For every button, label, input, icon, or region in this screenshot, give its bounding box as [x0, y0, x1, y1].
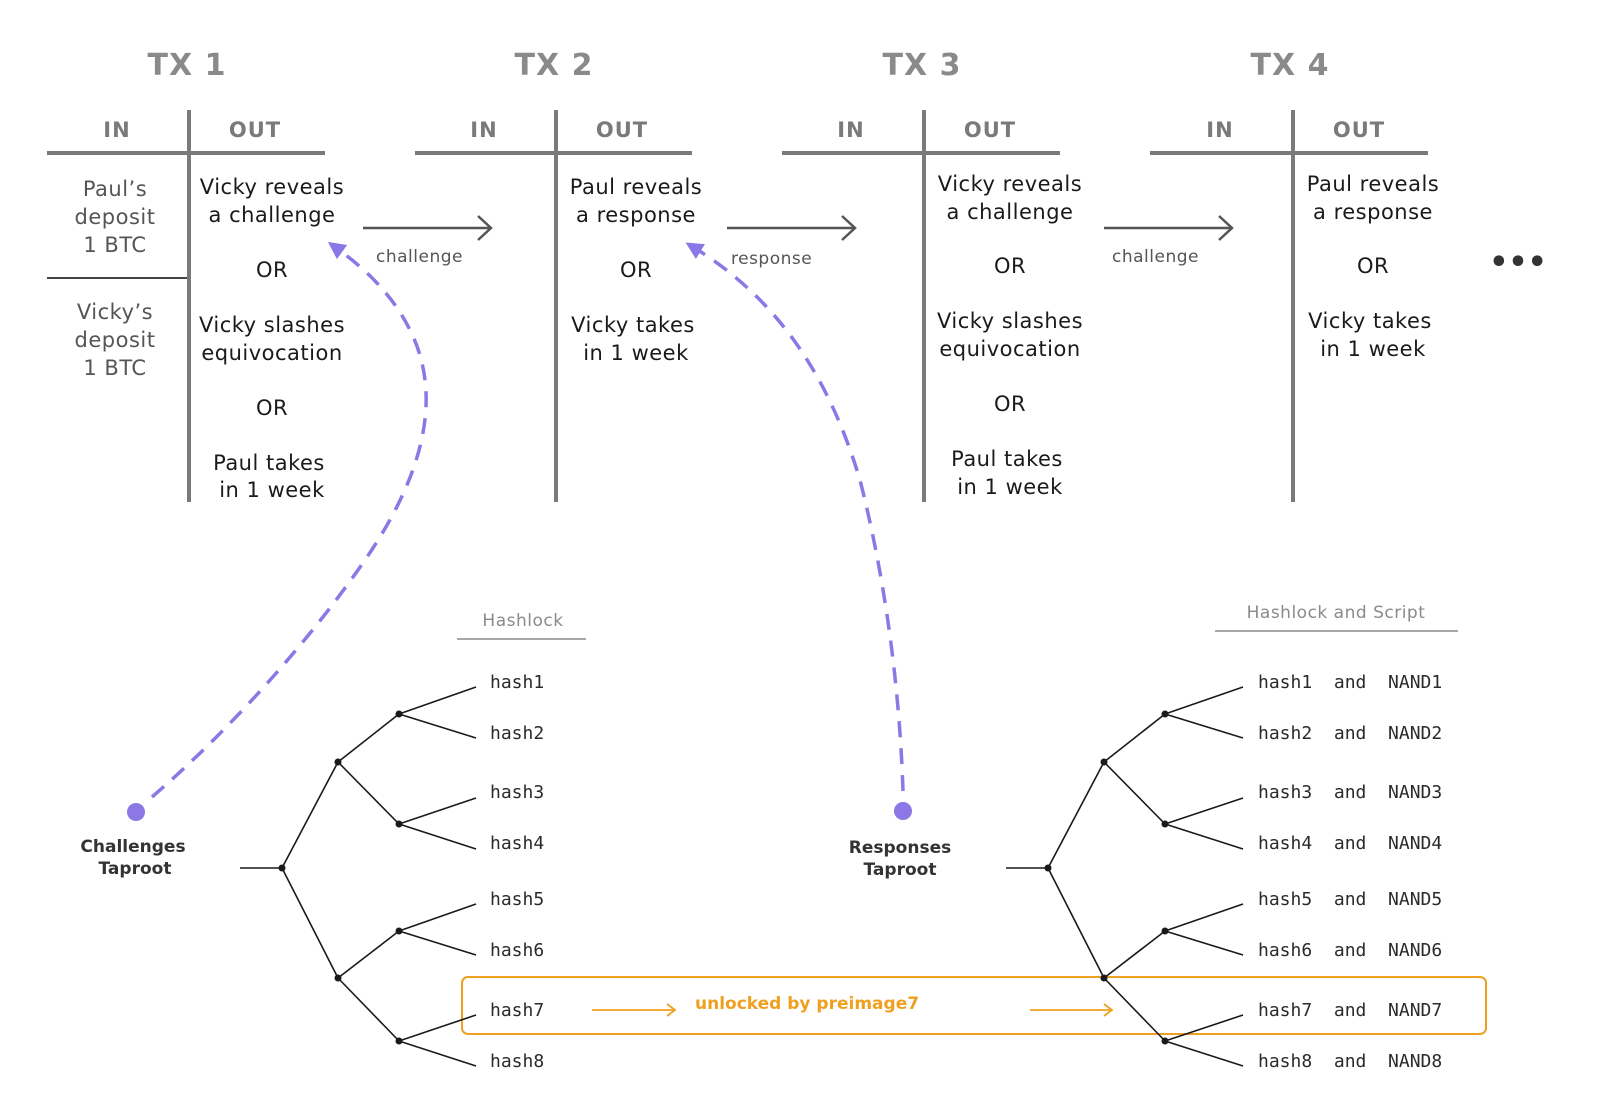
preimage-highlight-box	[461, 976, 1487, 1035]
tx-1-input-1-line-1: Paul’s	[83, 177, 147, 201]
tree-2-branches	[1006, 686, 1244, 1067]
tree-1-root-label-line-2: Taproot	[99, 859, 172, 879]
tx-1: TX 1 IN OUT Paul’s deposit 1 BTC Vicky’s…	[47, 48, 345, 502]
tree-1-leaf-1: hash1	[490, 672, 544, 693]
tree-1-heading: Hashlock	[482, 611, 563, 631]
arrow-tx2-tx3: response	[727, 215, 857, 269]
tx-2-or-1: OR	[620, 258, 652, 282]
responses-taproot-dot	[894, 802, 912, 820]
tx-3-output-3-line-2: in 1 week	[957, 475, 1063, 499]
tx-3-in-label: IN	[837, 118, 864, 142]
tree-2-leaf-5: hash5 and NAND5	[1258, 889, 1442, 910]
arrow-label-challenge: challenge	[376, 247, 463, 267]
highlight-arrow-right	[1030, 1003, 1114, 1017]
tx-3-title: TX 3	[883, 48, 962, 83]
tx-1-out-label: OUT	[229, 118, 281, 142]
tx-4: TX 4 IN OUT Paul reveals a response OR V…	[1150, 48, 1439, 502]
tx-3-or-1: OR	[994, 254, 1026, 278]
arrow-tx3-tx4: challenge	[1104, 215, 1234, 267]
tx-2-output-1-line-2: a response	[576, 203, 696, 227]
tree-1-leaf-2: hash2	[490, 723, 544, 744]
arrow-head-icon	[477, 215, 493, 241]
tx-1-output-3-line-1: Paul takes	[213, 451, 325, 475]
tx-2-output-2-line-2: in 1 week	[583, 341, 689, 365]
tx-1-output-3-line-2: in 1 week	[219, 478, 325, 502]
challenges-taproot-tree: Hashlock Challenges Taproot	[80, 611, 586, 1072]
tx-4-output-2-line-2: in 1 week	[1320, 337, 1426, 361]
tx-3-output-3-line-1: Paul takes	[951, 447, 1063, 471]
challenges-link-dashed	[150, 241, 428, 799]
tx-1-input-2-line-2: deposit	[75, 328, 156, 352]
tree-2-nodes	[1044, 710, 1169, 1045]
tx-4-or-1: OR	[1357, 254, 1389, 278]
challenges-taproot-dot	[127, 803, 145, 821]
tx-4-in-label: IN	[1206, 118, 1233, 142]
tx-4-output-1-line-2: a response	[1313, 200, 1433, 224]
highlight-arrow-left	[592, 1003, 677, 1017]
tx-1-output-1-line-2: a challenge	[209, 203, 336, 227]
tree-1-leaf-5: hash5	[490, 889, 544, 910]
responses-link-dashed	[685, 242, 905, 792]
tx-1-input-1-line-2: deposit	[75, 205, 156, 229]
arrow-head-icon	[1218, 215, 1234, 241]
tx-3-output-2-line-1: Vicky slashes	[937, 309, 1083, 333]
tx-3-output-2-line-2: equivocation	[939, 337, 1080, 361]
tree-2-leaf-4: hash4 and NAND4	[1258, 833, 1442, 854]
tree-2-root-label-line-1: Responses	[849, 838, 951, 858]
tx-1-or-1: OR	[256, 258, 288, 282]
tx-2-output-2-line-1: Vicky takes	[571, 313, 695, 337]
tree-2-leaf-8: hash8 and NAND8	[1258, 1051, 1442, 1072]
tx-1-or-2: OR	[256, 396, 288, 420]
tree-2-root-label-line-2: Taproot	[864, 860, 937, 880]
tx-1-in-label: IN	[103, 118, 130, 142]
tx-1-input-2-line-1: Vicky’s	[77, 300, 153, 324]
tree-2-leaf-1: hash1 and NAND1	[1258, 672, 1442, 693]
tx-2-title: TX 2	[515, 48, 594, 83]
tx-4-title: TX 4	[1251, 48, 1330, 83]
tx-2: TX 2 IN OUT Paul reveals a response OR V…	[415, 48, 702, 502]
continuation-ellipsis: •••	[1489, 245, 1547, 280]
tx-3-output-1-line-2: a challenge	[947, 200, 1074, 224]
tx-1-input-2-line-3: 1 BTC	[83, 356, 146, 380]
tree-2-heading: Hashlock and Script	[1247, 603, 1426, 623]
tree-1-nodes	[278, 710, 403, 1045]
arrow-tx1-tx2: challenge	[363, 215, 493, 267]
tx-3-or-2: OR	[994, 392, 1026, 416]
tree-1-branches	[240, 686, 477, 1067]
tx-1-output-1-line-1: Vicky reveals	[200, 175, 344, 199]
tx-4-out-label: OUT	[1333, 118, 1385, 142]
tree-1-leaf-7: hash7	[490, 1000, 544, 1021]
tree-2-leaf-6: hash6 and NAND6	[1258, 940, 1442, 961]
tree-1-leaf-4: hash4	[490, 833, 544, 854]
tree-1-leaf-6: hash6	[490, 940, 544, 961]
tx-1-output-2-line-1: Vicky slashes	[199, 313, 345, 337]
tx-4-output-2-line-1: Vicky takes	[1308, 309, 1432, 333]
tx-1-output-2-line-2: equivocation	[201, 341, 342, 365]
tree-2-leaf-2: hash2 and NAND2	[1258, 723, 1442, 744]
tree-2-leaf-3: hash3 and NAND3	[1258, 782, 1442, 803]
tree-1-leaf-3: hash3	[490, 782, 544, 803]
tree-1-leaf-8: hash8	[490, 1051, 544, 1072]
unlocked-by-preimage-label: unlocked by preimage7	[695, 994, 919, 1014]
tx-1-title: TX 1	[148, 48, 227, 83]
tx-2-out-label: OUT	[596, 118, 648, 142]
tx-2-output-1-line-1: Paul reveals	[570, 175, 703, 199]
arrow-head-icon	[841, 215, 857, 241]
tx-3-out-label: OUT	[964, 118, 1016, 142]
tx-2-in-label: IN	[470, 118, 497, 142]
tx-1-input-1-line-3: 1 BTC	[83, 233, 146, 257]
responses-taproot-tree: Hashlock and Script Responses Taproot	[849, 603, 1458, 1072]
arrow-label-challenge-2: challenge	[1112, 247, 1199, 267]
tree-1-root-label-line-1: Challenges	[80, 837, 185, 857]
arrow-label-response: response	[731, 249, 812, 269]
tx-3-output-1-line-1: Vicky reveals	[938, 172, 1082, 196]
tree-2-leaf-7: hash7 and NAND7	[1258, 1000, 1442, 1021]
tx-3: TX 3 IN OUT Vicky reveals a challenge OR…	[782, 48, 1083, 502]
tx-4-output-1-line-1: Paul reveals	[1307, 172, 1440, 196]
